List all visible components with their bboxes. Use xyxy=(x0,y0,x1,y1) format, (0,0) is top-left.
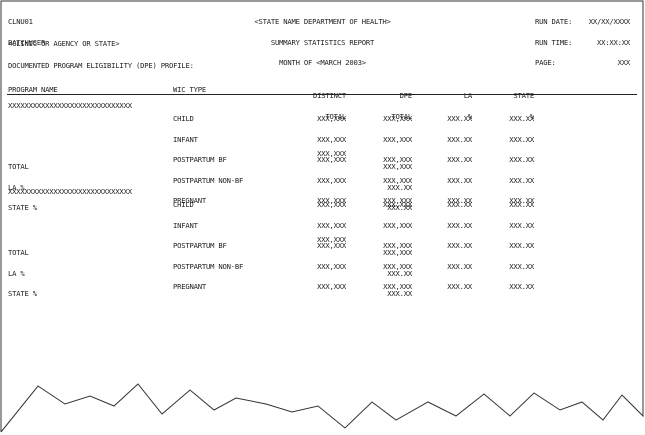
wic-type: CHILD xyxy=(173,114,194,123)
state-value: XXX.XX xyxy=(509,220,534,230)
col-wic-type: WIC TYPE xyxy=(173,85,207,94)
wic-type: PREGNANT xyxy=(173,282,207,292)
la-value: XXX.XX xyxy=(447,175,472,185)
total-distinct: XXX,XXX xyxy=(317,149,346,158)
state-pct-label: STATE % xyxy=(8,203,37,213)
la-value: XXX.XX xyxy=(447,114,472,123)
run-values: XX/XX/XXXX XX:XX:XX XXX xyxy=(570,5,630,74)
la-value: XXX.XX xyxy=(447,282,472,292)
la-value: XXX.XX xyxy=(447,220,472,230)
wic-type: POSTPARTUM NON-BF xyxy=(173,175,244,185)
total-labels: TOTAL LA % STATE % xyxy=(8,236,37,312)
state-value: XXX.XX xyxy=(509,241,534,251)
state-value: XXX.XX xyxy=(509,282,534,292)
la-value: XXX.XX xyxy=(447,241,472,251)
state-value: XXX.XX xyxy=(509,200,534,209)
wic-type: CHILD xyxy=(173,200,194,209)
distinct-values: XXX,XXX XXX,XXX XXX,XXX XXX,XXX XXX,XXX xyxy=(296,188,346,305)
report-title: SUMMARY STATISTICS REPORT xyxy=(270,37,375,47)
distinct-value: XXX,XXX xyxy=(317,175,346,185)
program-name: XXXXXXXXXXXXXXXXXXXXXXXXXXXXXX xyxy=(8,187,132,196)
dpe-value: XXX,XXX xyxy=(383,200,412,209)
la-value: XXX.XX xyxy=(447,134,472,144)
state-value: XXX.XX xyxy=(509,261,534,271)
run-date-value: XX/XX/XXXX xyxy=(588,17,630,26)
wic-type: INFANT xyxy=(173,220,198,230)
la-values: XXX.XX XXX.XX XXX.XX XXX.XX XXX.XX xyxy=(430,188,472,305)
wic-type: POSTPARTUM NON-BF xyxy=(173,261,244,271)
report-id: CLNU01 xyxy=(8,17,33,26)
dpe-value: XXX,XXX xyxy=(383,114,412,123)
dpe-value: XXX,XXX xyxy=(383,134,412,144)
la-value: XXX.XX xyxy=(447,200,472,209)
dpe-value: XXX,XXX xyxy=(383,220,412,230)
la-value: XXX.XX xyxy=(447,155,472,165)
program-name: XXXXXXXXXXXXXXXXXXXXXXXXXXXXXX xyxy=(8,101,132,110)
run-time-value: XX:XX:XX xyxy=(596,37,630,47)
run-time-label: RUN TIME: xyxy=(535,37,573,47)
header-rule xyxy=(7,94,637,95)
wic-type: POSTPARTUM BF xyxy=(173,241,227,251)
clinic-line: <CLINIC OR AGENCY OR STATE> xyxy=(8,39,120,48)
la-pct-label: LA % xyxy=(8,268,25,278)
total-dpe-values: XXX,XXX XXX.XX XXX.XX xyxy=(362,236,412,312)
page-number: XXX xyxy=(617,58,631,68)
report-month: MONTH OF <MARCH 2003> xyxy=(279,58,366,68)
distinct-value: XXX,XXX xyxy=(317,200,346,209)
total-dpe: XXX,XXX xyxy=(383,248,412,257)
department-name: <STATE NAME DEPARTMENT OF HEALTH> xyxy=(254,17,391,26)
state-values: XXX.XX XXX.XX XXX.XX XXX.XX XXX.XX xyxy=(492,188,534,305)
state-value: XXX.XX xyxy=(509,134,534,144)
distinct-value: XXX,XXX xyxy=(317,155,346,165)
distinct-value: XXX,XXX xyxy=(317,261,346,271)
total-la-pct: XXX.XX xyxy=(387,268,412,278)
run-labels: RUN DATE: RUN TIME: PAGE: xyxy=(535,5,572,74)
state-value: XXX.XX xyxy=(509,155,534,165)
distinct-value: XXX,XXX xyxy=(317,134,346,144)
la-value: XXX.XX xyxy=(447,261,472,271)
section-title: DOCUMENTED PROGRAM ELIGIBILITY (DPE) PRO… xyxy=(8,61,194,70)
distinct-value: XXX,XXX xyxy=(317,241,346,251)
report-title-block: <STATE NAME DEPARTMENT OF HEALTH> SUMMAR… xyxy=(200,5,445,74)
page-label: PAGE: xyxy=(535,58,556,68)
distinct-value: XXX,XXX xyxy=(317,220,346,230)
run-date-label: RUN DATE: xyxy=(535,17,573,26)
state-pct-label: STATE % xyxy=(8,289,37,299)
wic-type-list: CHILD INFANT POSTPARTUM BF POSTPARTUM NO… xyxy=(173,188,243,305)
col-program-name: PROGRAM NAME xyxy=(8,85,58,94)
total-dpe: XXX,XXX xyxy=(383,162,412,171)
state-value: XXX.XX xyxy=(509,175,534,185)
wic-type: INFANT xyxy=(173,134,198,144)
total-label: TOTAL xyxy=(8,162,29,171)
wic-type: POSTPARTUM BF xyxy=(173,155,227,165)
distinct-value: XXX,XXX xyxy=(317,114,346,123)
total-state-pct: XXX.XX xyxy=(387,289,412,299)
distinct-value: XXX,XXX xyxy=(317,282,346,292)
total-label: TOTAL xyxy=(8,248,29,257)
total-distinct: XXX,XXX xyxy=(317,235,346,244)
state-value: XXX.XX xyxy=(509,114,534,123)
